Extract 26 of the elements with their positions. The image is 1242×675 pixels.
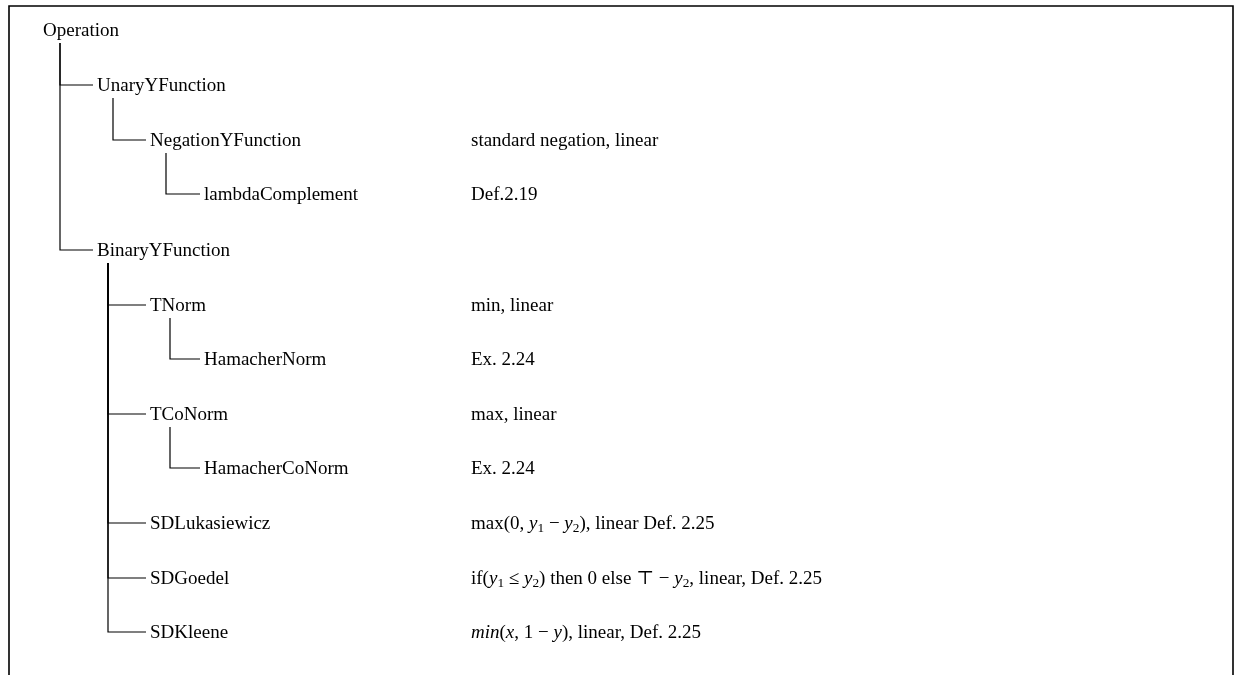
class-name: SDLukasiewicz xyxy=(150,511,271,535)
class-name: BinaryYFunction xyxy=(97,238,230,262)
description-text: Ex. 2.24 xyxy=(471,456,535,480)
class-name: TCoNorm xyxy=(150,402,229,426)
class-name: SDKleene xyxy=(150,620,229,644)
description-text: Def.2.19 xyxy=(471,182,538,206)
tree-connector xyxy=(112,97,147,141)
description-text: max(0, y$_{1}$ − y$_{2}$), linear Def. 2.25 xyxy=(471,511,715,535)
class-name: lambdaComplement xyxy=(204,182,359,206)
class-name: NegationYFunction xyxy=(150,128,301,152)
class-name: Operation xyxy=(43,18,119,42)
class-name: SDGoedel xyxy=(150,566,230,590)
description-text: if(y$_{1}$ ≤ y$_{2}$) then 0 else ⊤ − y$_{2}$, linear, Def. 2.25 xyxy=(471,566,823,590)
description-text: Ex. 2.24 xyxy=(471,347,535,371)
class-name: UnaryYFunction xyxy=(97,73,226,97)
tree-connector xyxy=(165,152,201,195)
tree-connector xyxy=(169,317,201,360)
class-name: TNorm xyxy=(150,293,206,317)
tree-connector xyxy=(59,42,94,251)
description-text: min, linear xyxy=(471,293,554,317)
tree-connector xyxy=(169,426,201,469)
description-text: standard negation, linear xyxy=(471,128,659,152)
class-name: HamacherCoNorm xyxy=(204,456,349,480)
description-text: min(x, 1 − y), linear, Def. 2.25 xyxy=(471,620,701,644)
class-name: HamacherNorm xyxy=(204,347,327,371)
description-text: max, linear xyxy=(471,402,557,426)
